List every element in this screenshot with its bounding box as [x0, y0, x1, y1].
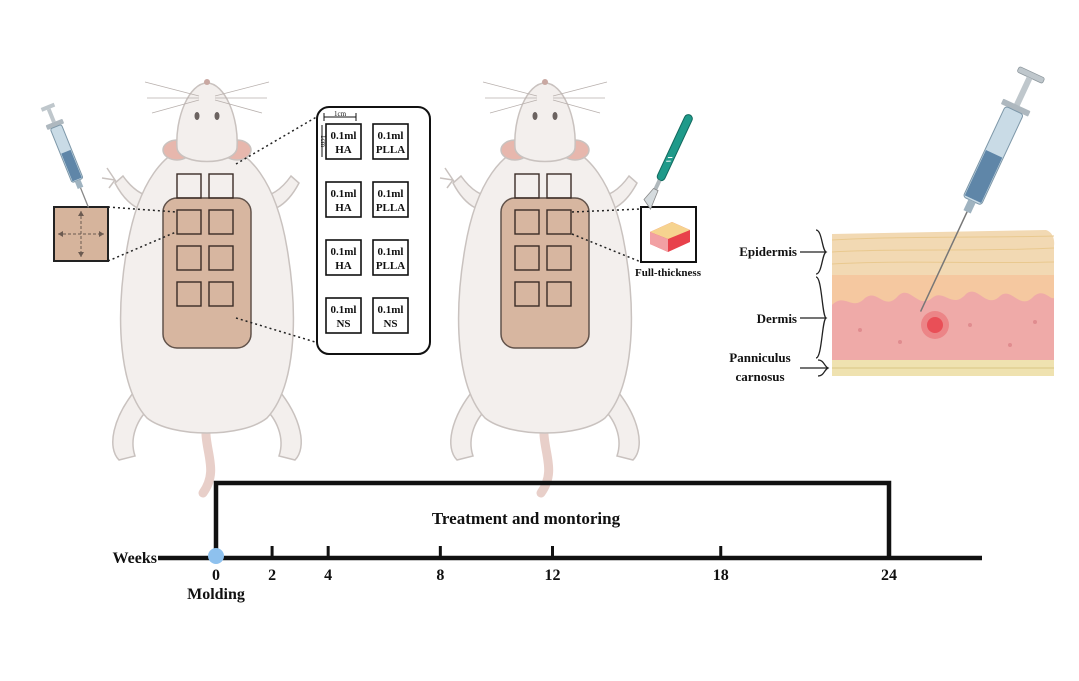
magnified-injection-square: [53, 206, 109, 262]
timeline-tick-label: 8: [436, 567, 444, 584]
legend-cell-material: PLLA: [376, 260, 405, 272]
legend-cell-volume: 0.1ml: [378, 304, 404, 316]
weeks-label: Weeks: [113, 550, 157, 567]
skin-cross-section: [831, 230, 1055, 376]
legend-cell: [325, 181, 362, 218]
syringe-icon: [40, 102, 90, 208]
timeline-tick-label: 18: [713, 567, 729, 584]
bracket-label: Treatment and montoring: [432, 509, 621, 528]
wound-label: Full-thickness: [635, 267, 702, 279]
dermis-label: Dermis: [757, 311, 797, 326]
legend-cell-material: NS: [383, 318, 397, 330]
scalpel-icon: [643, 114, 693, 210]
legend-cell-volume: 0.1ml: [331, 246, 357, 258]
wound-grid: [514, 173, 572, 307]
timeline-tick-label: 24: [881, 567, 897, 584]
legend-cell: [325, 297, 362, 334]
legend-cell: [372, 123, 409, 160]
scale-label-top: 1cm: [334, 110, 347, 118]
legend-cell-material: HA: [335, 144, 352, 156]
legend-cell-material: PLLA: [376, 144, 405, 156]
legend-cell-volume: 0.1ml: [378, 246, 404, 258]
legend-cell: [325, 239, 362, 276]
start-label: Molding: [187, 586, 245, 603]
legend-cells: 0.1mlHA0.1mlPLLA0.1mlHA0.1mlPLLA0.1mlHA0…: [325, 123, 409, 334]
injection-grid: [176, 173, 234, 307]
legend-cell-material: HA: [335, 260, 352, 272]
legend-cell-volume: 0.1ml: [331, 130, 357, 142]
timeline-tick-label: 12: [545, 567, 561, 584]
timeline-tick-label: 0: [212, 567, 220, 584]
wound-inset: [640, 206, 697, 263]
legend-cell-volume: 0.1ml: [331, 188, 357, 200]
scale-label-side: 1cm: [319, 135, 327, 148]
legend-cell-volume: 0.1ml: [378, 130, 404, 142]
legend-cell: [372, 297, 409, 334]
timeline-tick-label: 2: [268, 567, 276, 584]
legend-cell-material: NS: [336, 318, 350, 330]
legend-cell-volume: 0.1ml: [331, 304, 357, 316]
epidermis-label: Epidermis: [739, 244, 797, 259]
legend-cell-volume: 0.1ml: [378, 188, 404, 200]
timeline-tick-label: 4: [324, 567, 332, 584]
legend-cell: [325, 123, 362, 160]
syringe-icon: [919, 66, 1045, 312]
panniculus-label-line2: carnosus: [735, 369, 784, 384]
legend-cell: [372, 181, 409, 218]
legend-cell-material: HA: [335, 202, 352, 214]
mouse-injection: [102, 79, 301, 493]
grid-legend-panel: 1cm 1cm 0.1mlHA0.1mlPLLA0.1mlHA0.1mlPLLA…: [316, 106, 431, 355]
mouse-wound: [440, 79, 639, 493]
panniculus-label-line1: Panniculus: [729, 350, 790, 365]
start-marker: [208, 548, 224, 564]
legend-cell-material: PLLA: [376, 202, 405, 214]
legend-cell: [372, 239, 409, 276]
